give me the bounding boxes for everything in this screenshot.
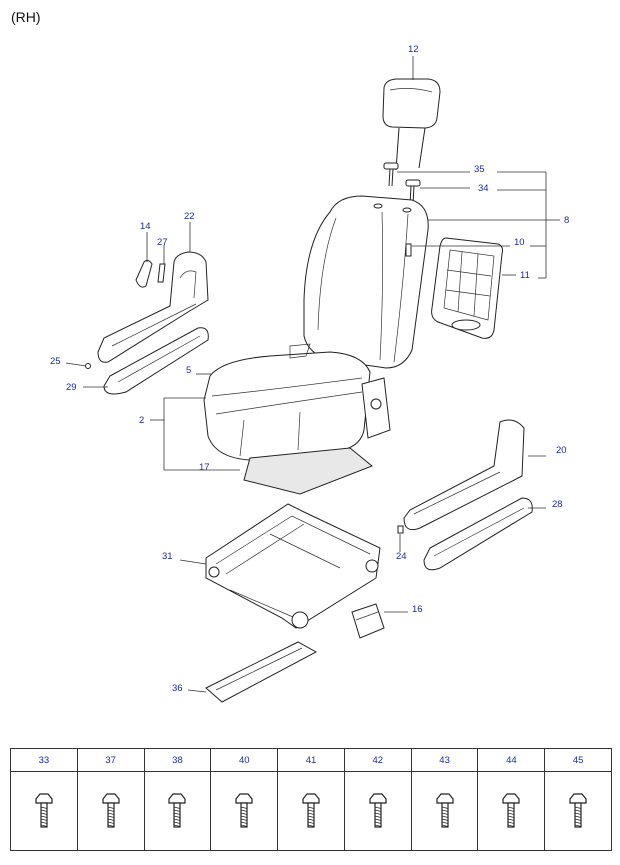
- screw-icon: [435, 793, 454, 828]
- callout-29: 29: [66, 382, 77, 393]
- clip-25[interactable]: [85, 363, 91, 369]
- side-shield-inner[interactable]: [97, 251, 209, 363]
- headrest[interactable]: [382, 78, 441, 171]
- fastener-figure: [478, 772, 544, 850]
- callout-20: 20: [556, 445, 567, 456]
- fastener-code: 37: [77, 749, 144, 772]
- screw-icon: [569, 793, 587, 828]
- callout-10: 10: [514, 237, 525, 248]
- screw-icon: [102, 793, 120, 828]
- screw-icon: [168, 793, 187, 828]
- screw-icon: [502, 793, 520, 828]
- fastener-figure: [412, 772, 478, 850]
- recliner-lever[interactable]: [157, 263, 166, 283]
- callout-35: 35: [474, 164, 485, 175]
- callout-22: 22: [184, 211, 195, 222]
- callout-28: 28: [552, 499, 563, 510]
- fastener-cell[interactable]: 43: [410, 749, 478, 850]
- fastener-code: 33: [11, 749, 77, 772]
- lower-side-cover[interactable]: [103, 327, 209, 395]
- side-label: (RH): [11, 9, 41, 25]
- screw-icon: [369, 793, 387, 828]
- callout-25: 25: [50, 356, 61, 367]
- fastener-figure: [345, 772, 411, 850]
- fastener-code: 45: [545, 749, 612, 772]
- callout-36: 36: [172, 683, 183, 694]
- seat-frame-track[interactable]: [205, 503, 381, 629]
- screw-icon: [35, 793, 53, 828]
- fastener-code: 41: [278, 749, 344, 772]
- seat-cushion[interactable]: [203, 343, 373, 495]
- seatback-cover-board[interactable]: [431, 237, 503, 339]
- fastener-cell[interactable]: 44: [477, 749, 545, 850]
- fastener-figure: [545, 772, 611, 850]
- screw-icon: [235, 793, 253, 828]
- fastener-cell[interactable]: 41: [277, 749, 344, 850]
- callout-14: 14: [140, 221, 151, 232]
- callout-11: 11: [520, 270, 530, 281]
- callout-5: 5: [186, 365, 191, 376]
- fastener-cell[interactable]: 40: [210, 749, 278, 850]
- fastener-cell[interactable]: 45: [544, 749, 612, 850]
- callout-24: 24: [396, 551, 407, 562]
- callout-16: 16: [412, 604, 423, 615]
- callout-12: 12: [408, 44, 419, 55]
- headrest-guide-35[interactable]: [383, 162, 399, 187]
- lower-rail[interactable]: [205, 641, 318, 703]
- fastener-figure: [145, 772, 211, 850]
- callout-34: 34: [478, 183, 489, 194]
- callout-27: 27: [157, 237, 168, 248]
- fastener-cell[interactable]: 42: [343, 749, 411, 850]
- bracket[interactable]: [351, 603, 385, 639]
- fastener-figure: [211, 772, 277, 850]
- fastener-cell[interactable]: 37: [76, 749, 144, 850]
- fastener-figure: [78, 772, 144, 850]
- side-shield-outer[interactable]: [403, 419, 525, 531]
- fastener-cell[interactable]: 33: [11, 749, 77, 850]
- fastener-code: 43: [411, 749, 478, 772]
- screw-icon: [302, 793, 320, 828]
- callout-31: 31: [162, 551, 173, 562]
- fastener-code: 38: [144, 749, 211, 772]
- fastener-cell[interactable]: 38: [143, 749, 211, 850]
- recliner-mechanism[interactable]: [361, 377, 391, 439]
- fastener-figure: [11, 772, 77, 850]
- seat-back[interactable]: [303, 195, 429, 369]
- callout-8: 8: [564, 215, 569, 226]
- lower-side-cover-outer[interactable]: [423, 497, 533, 571]
- fastener-code: 42: [344, 749, 411, 772]
- fastener-figure: [278, 772, 344, 850]
- fastener-code: 40: [211, 749, 278, 772]
- callout-17: 17: [199, 462, 210, 473]
- callout-2: 2: [139, 415, 144, 426]
- recliner-knob[interactable]: [135, 259, 153, 288]
- clip-24[interactable]: [397, 525, 404, 534]
- fastener-code: 44: [478, 749, 545, 772]
